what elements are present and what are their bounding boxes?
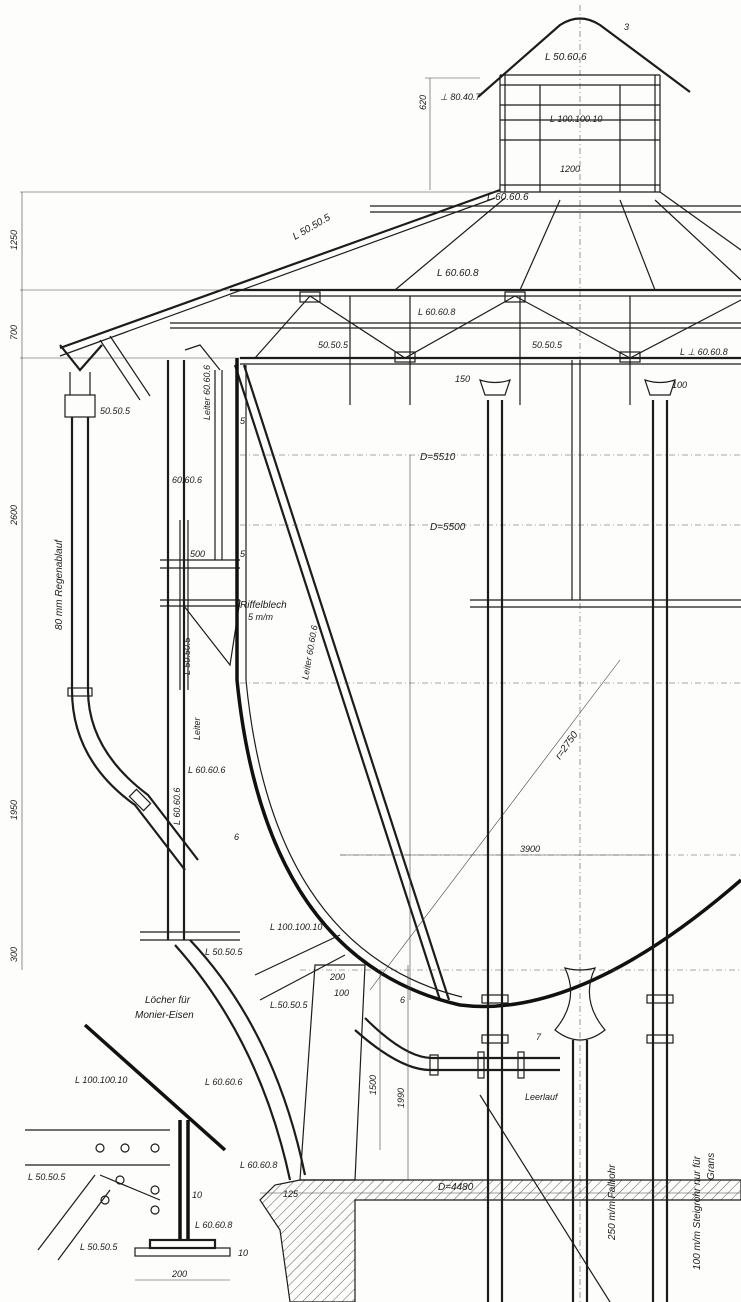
label-platform-plate-thk: 5 m/m [248,612,274,622]
label-roof-rafter: L 50.50.5 [291,212,333,243]
label-tank-wall-thk: 6 [234,832,239,842]
label-ladder-upper-thk: 5 [240,416,246,426]
support-and-foundation [174,934,741,1302]
label-h-bowl: 1950 [9,800,19,820]
label-support-toe: L 60.60.8 [240,1160,277,1170]
label-gutter-bracket: 50.50.5 [100,406,131,416]
label-ladder-lower: Leiter [192,716,202,740]
label-platform-thk: 5 [240,549,246,559]
label-platform-plate: Riffelblech [240,600,287,611]
label-support-rib: L 60.60.6 [205,1077,242,1087]
label-support-1990: 1990 [396,1088,406,1108]
label-steigrohr2: Grans [706,1153,717,1180]
label-lantern-rail: ⊥ 80.40.7 [440,92,481,102]
label-truss-height: 700 [9,325,19,340]
label-ladder-lower-angle: L 60.60.6 [188,765,225,775]
label-ladder-upper-angle: 60.60.6 [172,475,202,485]
overflow-pipe [354,1017,611,1302]
label-ladder-post: L 50.50.5 [182,637,192,675]
label-lantern-opening: 1200 [560,164,580,174]
label-lantern-thickness: 3 [624,22,629,32]
label-flange-thk: 7 [536,1032,542,1042]
label-platform-width: 500 [190,549,205,559]
lantern [425,17,691,193]
label-roof-ring-main: L 60.60.8 [437,268,479,279]
label-truss-diag-left: 50.50.5 [318,340,349,350]
label-support-strut: L.50.50.5 [270,1000,309,1010]
label-downpipe: 80 mm Regenablauf [54,539,65,630]
label-tank-bottom-thk: 6 [400,995,405,1005]
label-detail-base-width: 200 [171,1269,187,1279]
label-roof-height: 1250 [9,230,19,250]
connection-detail [25,1023,231,1281]
label-detail-base-thk: 10 [238,1248,248,1258]
label-truss-chord: L 60.60.8 [418,307,455,317]
label-tank-half-width: 3900 [520,844,540,854]
label-steigrohr: 100 m/m Steigrohr nur für [692,1155,703,1270]
roof-truss [170,291,741,405]
label-tank-d-top: D=5510 [420,452,456,463]
label-gap-right: 100 [672,380,687,390]
label-support-200: 200 [329,972,345,982]
label-tank-d-base: D=4480 [438,1182,474,1193]
label-support-holes2: Monier-Eisen [135,1010,194,1021]
label-tank-bearing-angle: L 50.50.5 [205,947,243,957]
label-overflow: Leerlauf [525,1092,559,1102]
label-h-ring: 300 [9,947,19,962]
label-detail-left-angle: L 50.50.5 [28,1172,66,1182]
label-support-125: 125 [283,1189,299,1199]
label-tank-d-shell: D=5500 [430,522,466,533]
label-lantern-top-angle: L 50.60.6 [545,52,587,63]
label-gap-left: 150 [455,374,470,384]
label-roof-ring-upper: L 60.60.6 [487,192,529,203]
label-detail-top-angle: L 100.100.10 [75,1075,127,1085]
label-detail-base-angle: L 60.60.8 [195,1220,232,1230]
label-support-100: 100 [334,988,349,998]
label-lantern-height: 620 [418,95,428,110]
label-support-1500: 1500 [368,1075,378,1095]
label-fallrohr: 250 m/m Fallrohr [607,1164,618,1241]
roof [20,188,741,970]
labels: L 50.60.6 3 620 ⊥ 80.40.7 L 100.100.10 1… [9,22,728,1279]
label-tank-radius: r=2750 [553,729,580,761]
tank [235,358,741,1009]
label-tank-cap-angle: L 100.100.10 [270,922,322,932]
label-truss-diag-right: 50.50.5 [532,340,563,350]
label-ladder-inner: Leiter 60.60.6 [300,624,319,680]
columns [479,360,676,1302]
label-support-holes: Löcher für [145,995,191,1006]
label-ladder-lower-angle2: L 60.60.6 [172,788,182,825]
label-detail-plate: 10 [192,1190,202,1200]
label-truss-bottom: L ⊥ 60.60.8 [680,347,728,357]
label-lantern-base-ring: L 100.100.10 [550,114,602,124]
label-detail-diag-angle: L 50.50.5 [80,1242,118,1252]
label-ladder-upper: Leiter 60.60.6 [202,365,212,420]
downpipe [59,335,199,871]
label-h-shell: 2600 [9,505,19,526]
